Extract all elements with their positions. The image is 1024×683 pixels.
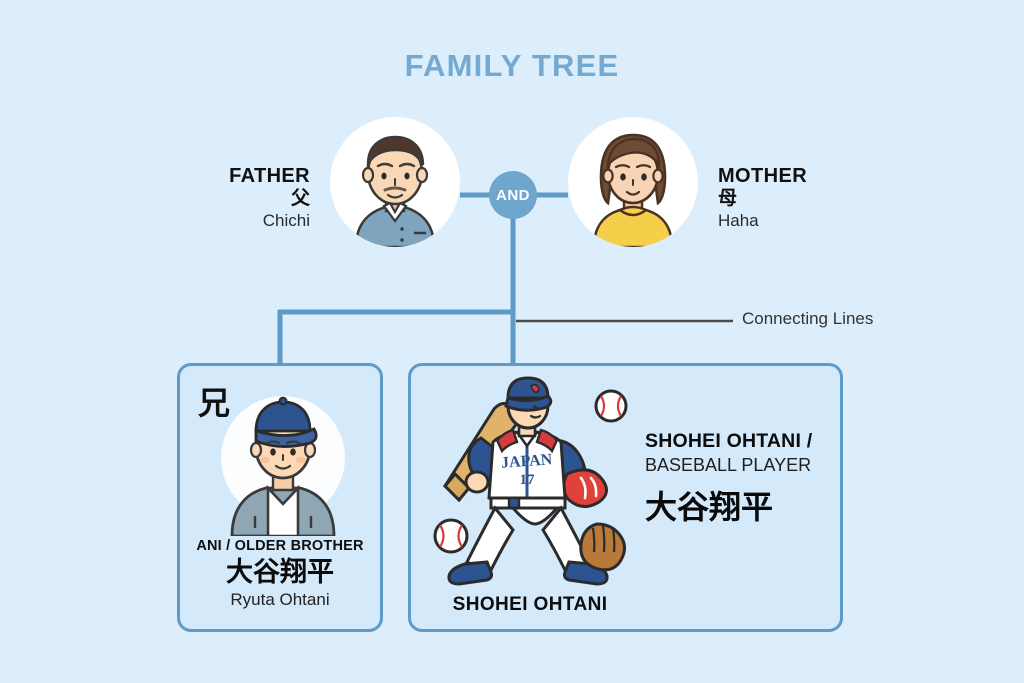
shohei-text-block: SHOHEI OHTANI / BASEBALL PLAYER 大谷翔平 <box>645 430 840 527</box>
father-avatar-icon <box>354 135 436 247</box>
baseball-icon-left <box>433 518 469 554</box>
mother-avatar-icon <box>592 133 674 247</box>
mother-role: MOTHER <box>718 165 808 187</box>
shohei-illustration: JAPAN 17 <box>421 374 636 604</box>
shohei-kanji-name: 大谷翔平 <box>645 488 774 527</box>
baseball-icon-top <box>594 389 628 423</box>
brother-card[interactable]: 兄 <box>177 363 383 632</box>
mother-romaji: Haha <box>718 210 759 230</box>
brother-kanji-name: 大谷翔平 <box>226 556 334 588</box>
shohei-occupation: BASEBALL PLAYER <box>645 454 812 475</box>
brother-text-block: ANI / OLDER BROTHER 大谷翔平 Ryuta Ohtani <box>180 538 380 610</box>
father-label: FATHER 父 Chichi <box>110 165 310 230</box>
shohei-name: SHOHEI OHTANI / <box>645 430 813 452</box>
page-title: FAMILY TREE <box>404 48 620 83</box>
and-label: AND <box>496 186 530 204</box>
connecting-lines-annotation: Connecting Lines <box>742 309 874 328</box>
svg-text:JAPAN: JAPAN <box>501 451 554 472</box>
brother-kanji-badge: 兄 <box>198 384 231 422</box>
shohei-caption: SHOHEI OHTANI <box>452 594 608 615</box>
brother-role: ANI / OLDER BROTHER <box>196 538 364 554</box>
red-mitt-icon <box>562 468 608 508</box>
brother-avatar-icon <box>221 396 345 538</box>
father-romaji: Chichi <box>262 210 310 230</box>
brother-avatar <box>208 386 358 538</box>
mother-kanji: 母 <box>718 187 738 210</box>
father-role: FATHER <box>229 165 310 187</box>
shohei-card[interactable]: JAPAN 17 <box>408 363 843 632</box>
baseball-glove-icon <box>579 522 626 572</box>
mother-avatar <box>568 117 698 247</box>
brother-romaji-name: Ryuta Ohtani <box>230 590 330 610</box>
svg-text:17: 17 <box>520 472 536 488</box>
and-connector-badge: AND <box>489 171 537 219</box>
father-kanji: 父 <box>290 187 310 210</box>
baseball-player-icon: JAPAN 17 <box>433 376 628 586</box>
mother-label: MOTHER 母 Haha <box>718 165 938 230</box>
father-avatar <box>330 117 460 247</box>
